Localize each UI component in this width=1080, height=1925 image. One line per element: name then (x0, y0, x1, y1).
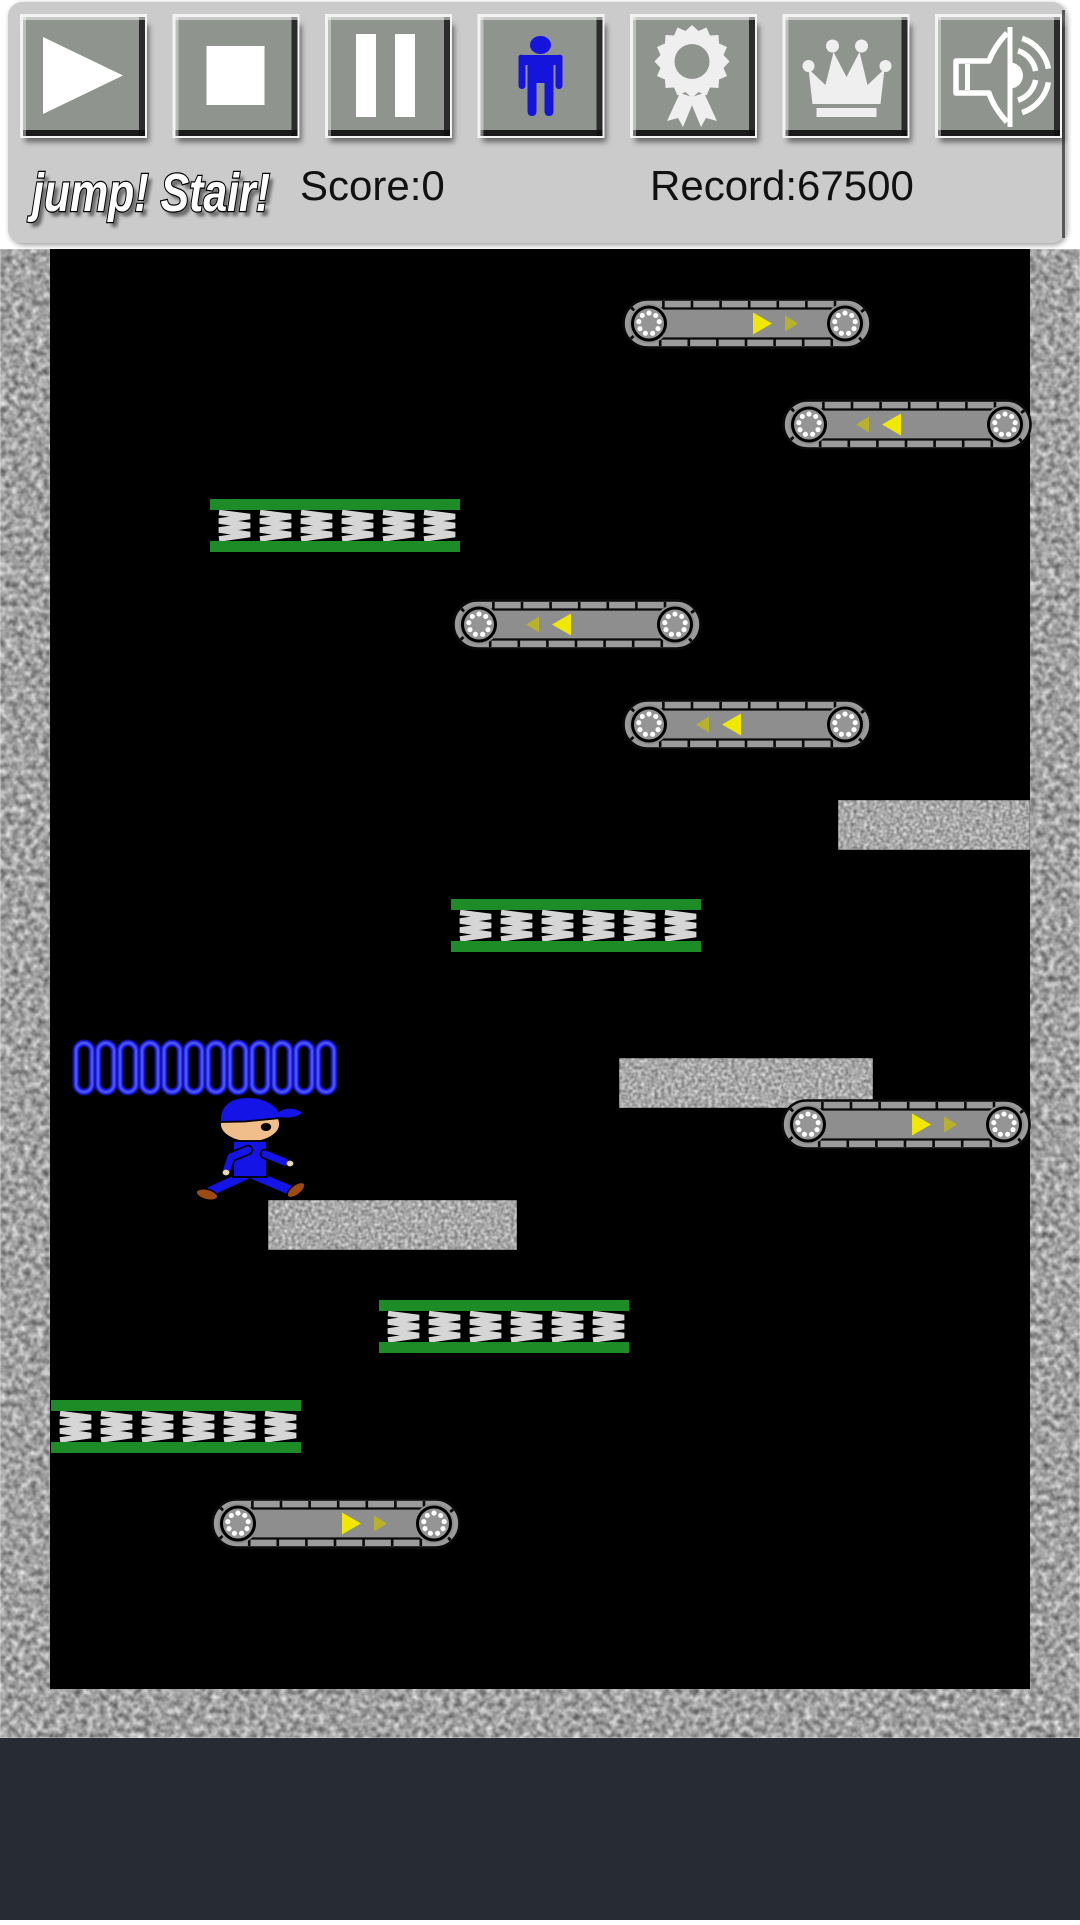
svg-text:Score:0: Score:0 (300, 162, 445, 209)
svg-text:jump! Stair!: jump! Stair! (31, 168, 274, 228)
svg-text:Record:67500: Record:67500 (650, 162, 914, 209)
svg-text:jump! Stair!: jump! Stair! (27, 163, 270, 223)
